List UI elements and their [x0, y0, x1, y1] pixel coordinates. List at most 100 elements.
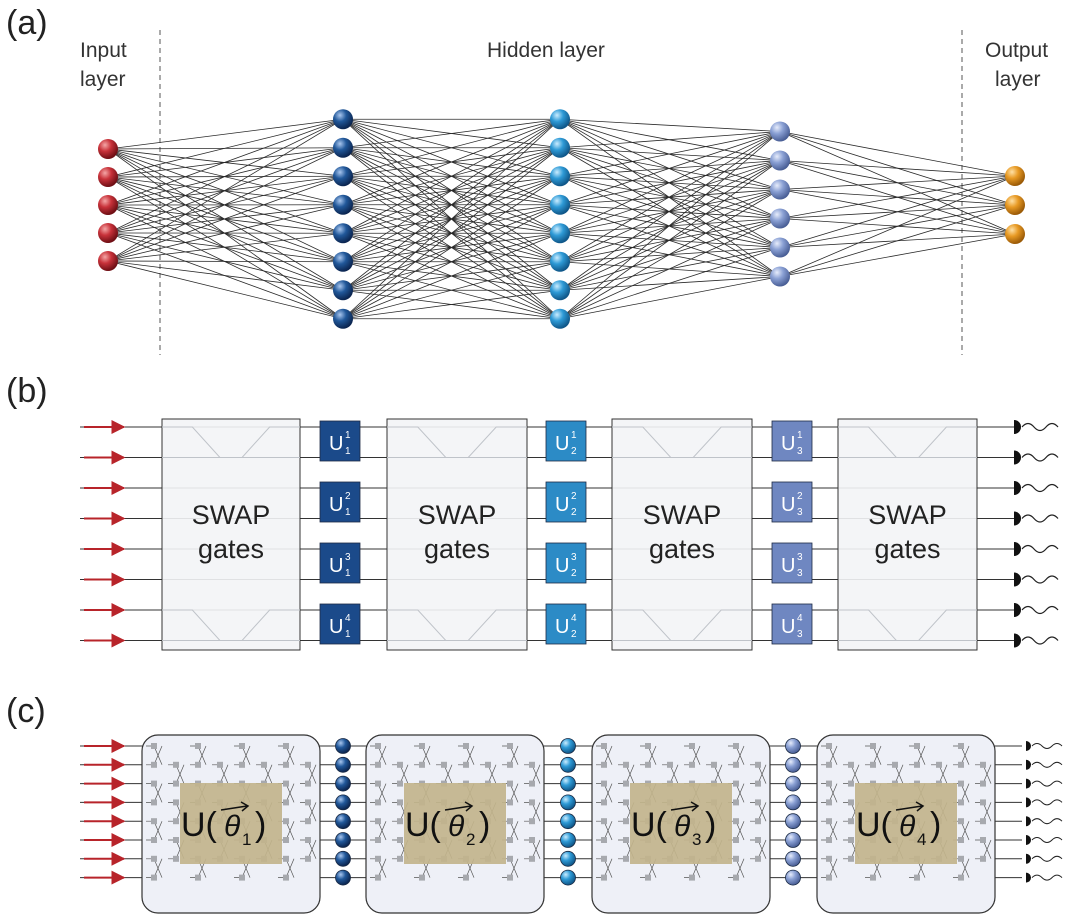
swap-path [387, 609, 527, 641]
signal-wave-icon [1031, 780, 1063, 787]
vector-arrow-icon [444, 805, 472, 811]
phase-shifter-marker [305, 780, 311, 787]
theta-symbol: θ [448, 810, 465, 843]
phase-shifter-marker [826, 874, 832, 881]
swap-path [162, 426, 300, 458]
signal-wave-icon [1021, 636, 1059, 645]
unitary-gate-label: U [555, 433, 569, 455]
panel-a: (a) Input layer Hidden layer Output laye… [6, 4, 1048, 355]
theta-symbol: θ [224, 810, 241, 843]
theta-subscript: 4 [917, 830, 926, 849]
unitary-gate-label: U [329, 555, 343, 577]
output-detectors [1014, 420, 1059, 648]
detector-icon [1026, 797, 1031, 808]
neuron-node-layer-2 [333, 251, 353, 272]
panel-b-label: (b) [6, 372, 48, 410]
phase-shifter-marker [826, 855, 832, 862]
vector-arrow-icon [220, 805, 248, 811]
theta-symbol: θ [674, 810, 691, 843]
photodetector [1026, 816, 1063, 827]
vector-arrow-icon [895, 805, 923, 811]
phase-shifter-marker [689, 743, 695, 749]
unitary-gate-superscript: 4 [797, 613, 803, 624]
phase-shifter-marker [283, 761, 289, 768]
nonlinear-node [560, 756, 576, 773]
output-layer-label-line2: layer [995, 68, 1041, 91]
detector-icon [1026, 872, 1031, 883]
signal-wave-icon [1021, 575, 1059, 584]
neuron-node-layer-5 [1005, 224, 1025, 244]
unitary-gate-label: U [329, 616, 343, 638]
swap-path [838, 609, 977, 641]
nonlinear-node [335, 813, 351, 830]
phase-shifter-marker [601, 855, 607, 862]
network-connection [559, 131, 781, 177]
phase-shifter-marker [375, 874, 381, 881]
nonlinear-node [335, 738, 351, 754]
phase-shifter-marker [623, 799, 629, 806]
phase-shifter-marker [848, 818, 854, 825]
nonlinear-node [785, 869, 801, 886]
unitary-gate-box [771, 481, 813, 523]
panel-a-label: (a) [6, 4, 48, 42]
swap-label-line2: gates [649, 534, 715, 564]
unitary-gate-box [771, 603, 813, 645]
unitary-gate-box [319, 603, 361, 645]
phase-shifter-marker [195, 874, 201, 881]
phase-shifter-marker [151, 874, 157, 881]
photodetector [1026, 872, 1063, 883]
network-connection [779, 131, 1016, 177]
phase-shifter-marker [375, 780, 381, 787]
phase-shifter-marker [733, 799, 739, 806]
phase-shifter-marker [958, 855, 964, 862]
phase-shifter-marker [645, 743, 651, 749]
network-connection [779, 160, 1016, 177]
neuron-node-layer-2 [333, 223, 353, 244]
phase-shifter-marker [419, 743, 425, 749]
output-detectors [1026, 741, 1063, 883]
phase-shifter-marker [958, 799, 964, 806]
unitary-gate-subscript: 2 [571, 507, 577, 518]
phase-shifter-marker [958, 780, 964, 787]
panel-c-label: (c) [6, 692, 46, 730]
unitary-gate-superscript: 1 [571, 430, 577, 441]
phase-shifter-marker [375, 837, 381, 843]
unitary-gate-superscript: 3 [345, 552, 351, 563]
phase-shifter-marker [397, 761, 403, 768]
nonlinear-node [335, 869, 351, 886]
unitary-gate-label: U [329, 494, 343, 516]
phase-shifter-marker [507, 874, 513, 881]
neuron-node-layer-4 [770, 237, 790, 258]
network-connection [779, 175, 1016, 248]
network-connection [107, 175, 344, 262]
phase-shifter-marker [397, 837, 403, 843]
network-connection [559, 160, 781, 320]
network-connection [107, 118, 344, 206]
neuron-node-layer-1 [98, 195, 118, 215]
neuron-node-layer-3 [550, 308, 570, 329]
detector-icon [1026, 816, 1031, 827]
phase-shifter-marker [958, 743, 964, 749]
neuron-node-layer-4 [770, 266, 790, 287]
phase-shifter-marker [151, 837, 157, 843]
signal-wave-icon [1021, 605, 1059, 615]
photodetector [1026, 741, 1063, 751]
phase-shifter-marker [151, 855, 157, 862]
detector-icon [1014, 481, 1021, 495]
phase-shifter-marker [733, 743, 739, 749]
phase-shifter-marker [173, 761, 179, 768]
phase-shifter-marker [623, 780, 629, 787]
network-connection [559, 131, 781, 263]
network-connection [342, 175, 561, 320]
phase-shifter-marker [623, 761, 629, 768]
detector-icon [1026, 778, 1031, 789]
network-connection [559, 131, 781, 234]
unitary-gate-label: U [781, 555, 795, 577]
photodetector [1014, 481, 1059, 495]
phase-shifter-marker [711, 761, 717, 768]
phase-shifter-marker [645, 761, 651, 768]
